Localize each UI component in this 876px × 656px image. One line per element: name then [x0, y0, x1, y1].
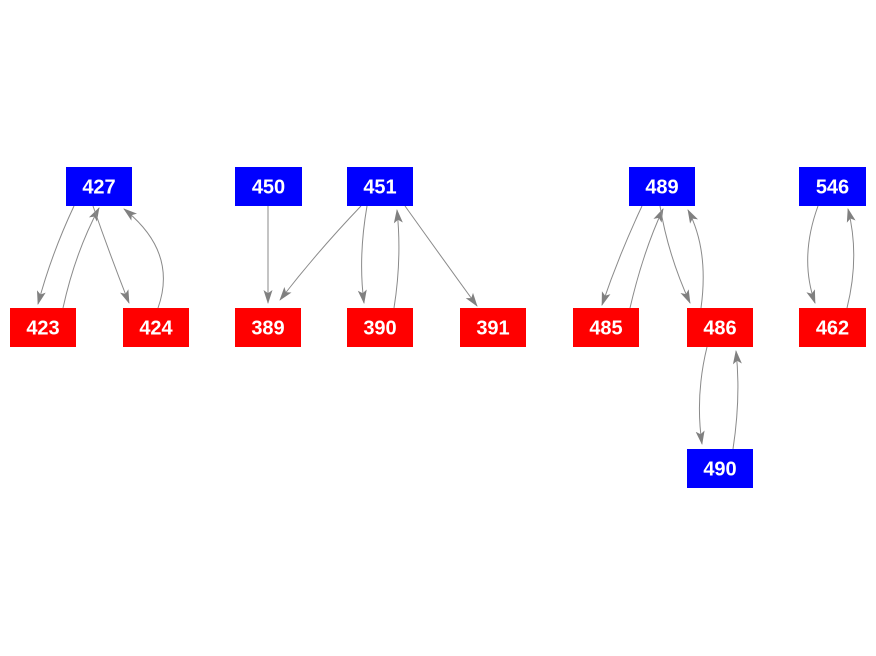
- edge-451-to-391: [404, 205, 478, 307]
- node-389-box: [235, 308, 301, 347]
- node-451: 451: [347, 167, 413, 206]
- edge-462-to-546: [846, 208, 856, 309]
- node-489: 489: [629, 167, 695, 206]
- edge-451-to-390: [357, 205, 368, 304]
- node-424-box: [123, 308, 189, 347]
- edge-546-to-462: [806, 205, 819, 304]
- edge-485-to-489: [629, 208, 664, 309]
- node-485-box: [573, 308, 639, 347]
- node-546-label: 546: [816, 177, 849, 199]
- node-546: 546: [799, 167, 866, 206]
- nodes-layer: 427 450 451 489 546 423 424 389 390 391 485 486 462 4…: [10, 167, 866, 488]
- node-462-label: 462: [816, 318, 849, 340]
- node-423-label: 423: [26, 318, 59, 340]
- node-490-box: [687, 449, 753, 488]
- edge-490-to-486: [732, 350, 742, 450]
- node-424-label: 424: [139, 318, 173, 340]
- edge-423-to-427: [62, 207, 100, 309]
- node-489-box: [629, 167, 695, 206]
- node-450-label: 450: [252, 177, 285, 199]
- edge-424-to-427: [123, 208, 164, 309]
- node-451-label: 451: [363, 177, 396, 199]
- edge-427-to-423: [36, 205, 75, 305]
- node-389: 389: [235, 308, 301, 347]
- edge-489-to-486: [659, 205, 691, 304]
- node-390: 390: [347, 308, 413, 347]
- node-427: 427: [66, 167, 132, 206]
- edges-layer: [36, 205, 856, 450]
- node-389-label: 389: [251, 318, 284, 340]
- node-451-box: [347, 167, 413, 206]
- node-424: 424: [123, 308, 189, 347]
- edge-486-to-490: [695, 346, 708, 445]
- node-486-label: 486: [703, 318, 736, 340]
- node-390-label: 390: [363, 318, 396, 340]
- node-423-box: [10, 308, 76, 347]
- node-490-label: 490: [703, 459, 736, 481]
- node-427-label: 427: [82, 177, 115, 199]
- node-485-label: 485: [589, 318, 622, 340]
- node-486-box: [687, 308, 753, 347]
- node-486: 486: [687, 308, 753, 347]
- node-462-box: [799, 308, 866, 347]
- node-485: 485: [573, 308, 639, 347]
- edge-451-to-389: [279, 205, 362, 301]
- node-423: 423: [10, 308, 76, 347]
- node-489-label: 489: [645, 177, 678, 199]
- edge-489-to-485: [601, 205, 643, 306]
- node-490: 490: [687, 449, 753, 488]
- node-546-box: [799, 167, 866, 206]
- node-391-label: 391: [476, 318, 509, 340]
- node-427-box: [66, 167, 132, 206]
- node-390-box: [347, 308, 413, 347]
- edge-486-to-489: [687, 209, 704, 309]
- node-450-box: [235, 167, 302, 206]
- edge-427-to-424: [92, 205, 130, 304]
- node-462: 462: [799, 308, 866, 347]
- node-450: 450: [235, 167, 302, 206]
- edge-390-to-451: [393, 209, 403, 309]
- node-391: 391: [460, 308, 526, 347]
- node-391-box: [460, 308, 526, 347]
